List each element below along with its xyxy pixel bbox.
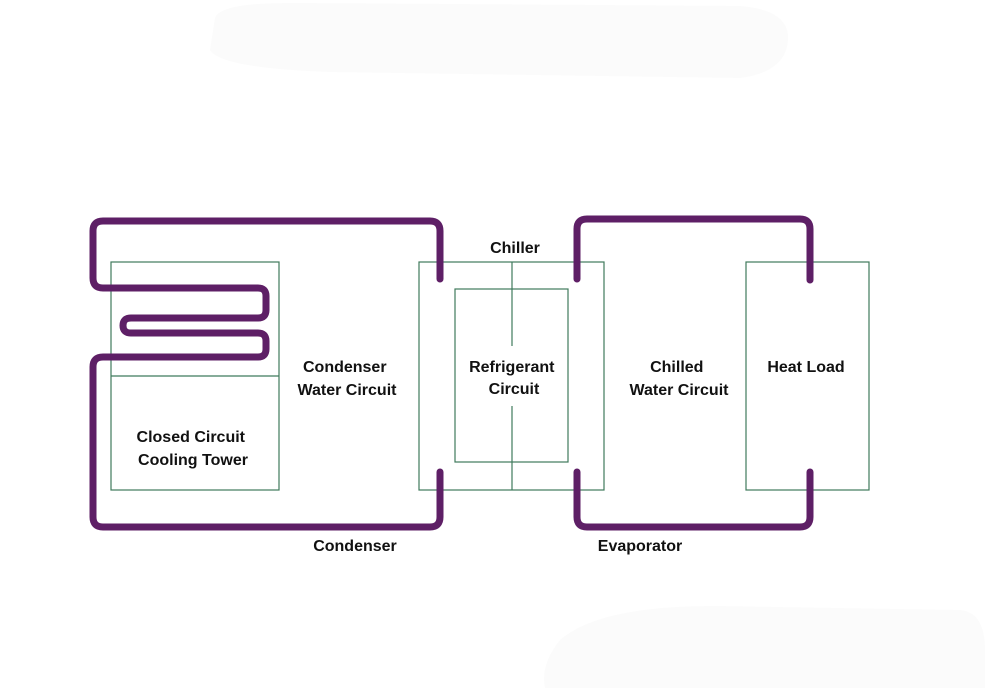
- heat-load-box: [745, 261, 870, 491]
- chilled-water-circuit-label: Chilled Water Circuit: [630, 359, 730, 399]
- background-smudge-bottom: [544, 605, 985, 688]
- evaporator-label: Evaporator: [598, 538, 682, 555]
- cooling-tower-label: Closed Circuit Cooling Tower: [137, 429, 250, 469]
- condenser-water-circuit-label: Condenser Water Circuit: [298, 359, 398, 399]
- chilled-water-return-pipe: [573, 468, 814, 531]
- background-smudge-top: [210, 2, 789, 78]
- condenser-water-pipe: [89, 217, 444, 531]
- heat-load-label: Heat Load: [767, 359, 844, 376]
- refrigerant-circuit-label: Refrigerant Circuit: [469, 359, 559, 398]
- condenser-label: Condenser: [313, 538, 397, 555]
- chilled-water-pipe: [573, 215, 814, 284]
- chiller-label: Chiller: [490, 240, 540, 257]
